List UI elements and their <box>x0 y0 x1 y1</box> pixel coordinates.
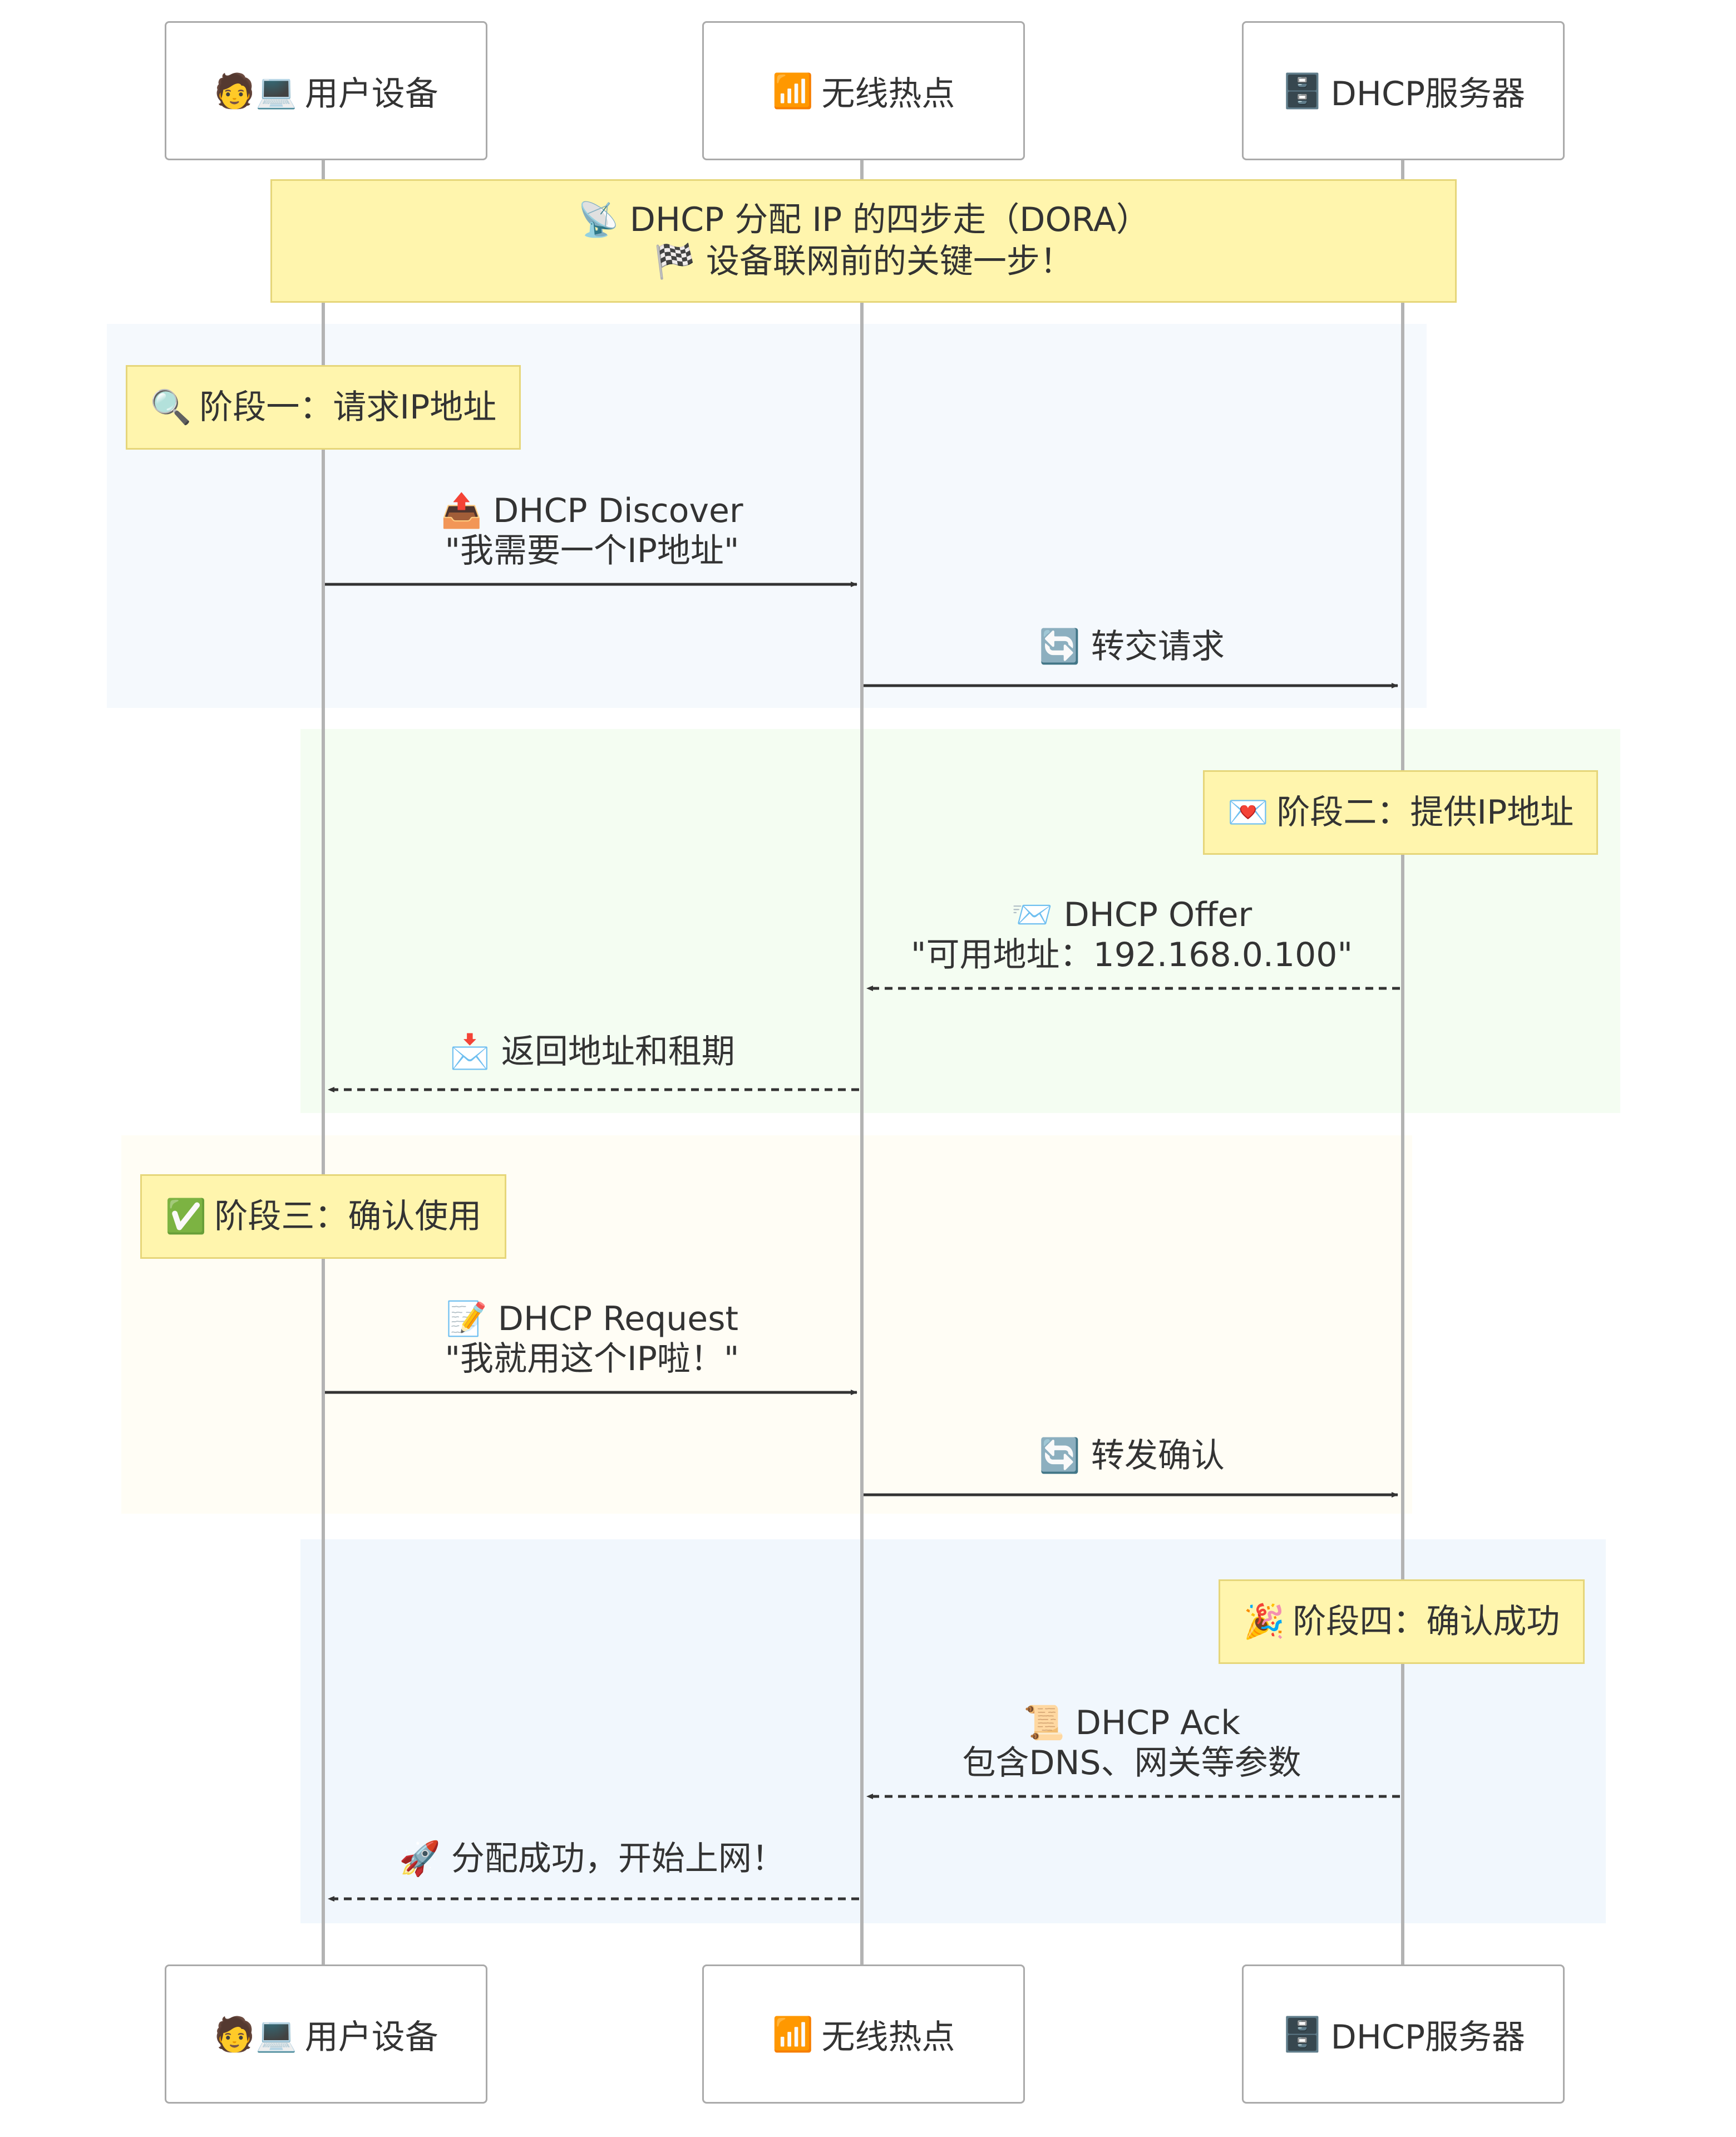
message-line: 📤 DHCP Discover <box>441 491 743 530</box>
file-cabinet-icon: 🗄️ <box>1281 2015 1323 2054</box>
signal-bars-icon: 📶 <box>772 71 814 111</box>
lifeline-server <box>1401 158 1404 1967</box>
check-mark-icon: ✅ <box>165 1196 207 1236</box>
actor-user-bottom: 🧑💻 用户设备 <box>165 1964 487 2104</box>
user-laptop-icon: 🧑💻 <box>214 71 297 111</box>
message-label-success: 🚀 分配成功，开始上网！ <box>314 1839 870 1879</box>
magnifier-icon: 🔍 <box>150 387 192 427</box>
phase-note-3: ✅ 阶段三：确认使用 <box>140 1174 506 1259</box>
message-line: "可用地址：192.168.0.100" <box>910 935 1353 974</box>
phase-note-4: 🎉 阶段四：确认成功 <box>1219 1579 1585 1664</box>
phase-label: 阶段二：提供IP地址 <box>1276 792 1574 832</box>
message-line: 📜 DHCP Ack <box>1023 1703 1240 1742</box>
message-label-discover: 📤 DHCP Discover "我需要一个IP地址" <box>314 491 870 571</box>
title-note: 📡 DHCP 分配 IP 的四步走（DORA） 🏁 设备联网前的关键一步！ <box>270 179 1457 303</box>
message-line: 📝 DHCP Request <box>446 1299 738 1338</box>
title-note-line-2: 🏁 设备联网前的关键一步！ <box>654 242 1073 281</box>
love-letter-icon: 💌 <box>1227 792 1269 832</box>
lifeline-ap <box>860 158 864 1967</box>
actor-label: DHCP服务器 <box>1330 2017 1526 2057</box>
file-cabinet-icon: 🗄️ <box>1281 71 1323 111</box>
message-line: 🚀 分配成功，开始上网！ <box>399 1839 785 1878</box>
message-line: 包含DNS、网关等参数 <box>962 1744 1301 1783</box>
phase-label: 阶段四：确认成功 <box>1293 1602 1560 1641</box>
actor-user-top: 🧑💻 用户设备 <box>165 21 487 160</box>
title-note-line-1: 📡 DHCP 分配 IP 的四步走（DORA） <box>578 200 1150 239</box>
message-line: 🔄 转发确认 <box>1039 1436 1225 1475</box>
actor-ap-top: 📶 无线热点 <box>702 21 1025 160</box>
message-label-return-lease: 📩 返回地址和租期 <box>314 1032 870 1072</box>
user-laptop-icon: 🧑💻 <box>214 2015 297 2054</box>
phase-label: 阶段三：确认使用 <box>214 1196 482 1236</box>
actor-label: 用户设备 <box>304 2017 438 2057</box>
signal-bars-icon: 📶 <box>772 2015 814 2054</box>
message-label-relay-request: 🔄 转交请求 <box>854 627 1410 667</box>
message-line: "我就用这个IP啦！" <box>445 1340 739 1378</box>
message-line: 🔄 转交请求 <box>1039 627 1225 666</box>
message-label-offer: 📨 DHCP Offer "可用地址：192.168.0.100" <box>854 895 1410 975</box>
actor-server-top: 🗄️ DHCP服务器 <box>1242 21 1565 160</box>
lifeline-user <box>322 158 325 1967</box>
phase-label: 阶段一：请求IP地址 <box>199 387 497 427</box>
message-line: "我需要一个IP地址" <box>445 531 739 570</box>
message-line: 📩 返回地址和租期 <box>449 1032 735 1071</box>
phase-note-2: 💌 阶段二：提供IP地址 <box>1203 770 1598 855</box>
message-label-request: 📝 DHCP Request "我就用这个IP啦！" <box>314 1299 870 1379</box>
message-label-ack: 📜 DHCP Ack 包含DNS、网关等参数 <box>854 1703 1410 1783</box>
actor-label: 用户设备 <box>304 74 438 114</box>
party-popper-icon: 🎉 <box>1243 1602 1285 1641</box>
actor-label: DHCP服务器 <box>1330 74 1526 114</box>
actor-server-bottom: 🗄️ DHCP服务器 <box>1242 1964 1565 2104</box>
message-line: 📨 DHCP Offer <box>1011 895 1252 934</box>
phase-note-1: 🔍 阶段一：请求IP地址 <box>126 365 521 450</box>
message-label-relay-confirm: 🔄 转发确认 <box>854 1436 1410 1476</box>
actor-ap-bottom: 📶 无线热点 <box>702 1964 1025 2104</box>
actor-label: 无线热点 <box>821 74 955 114</box>
actor-label: 无线热点 <box>821 2017 955 2057</box>
